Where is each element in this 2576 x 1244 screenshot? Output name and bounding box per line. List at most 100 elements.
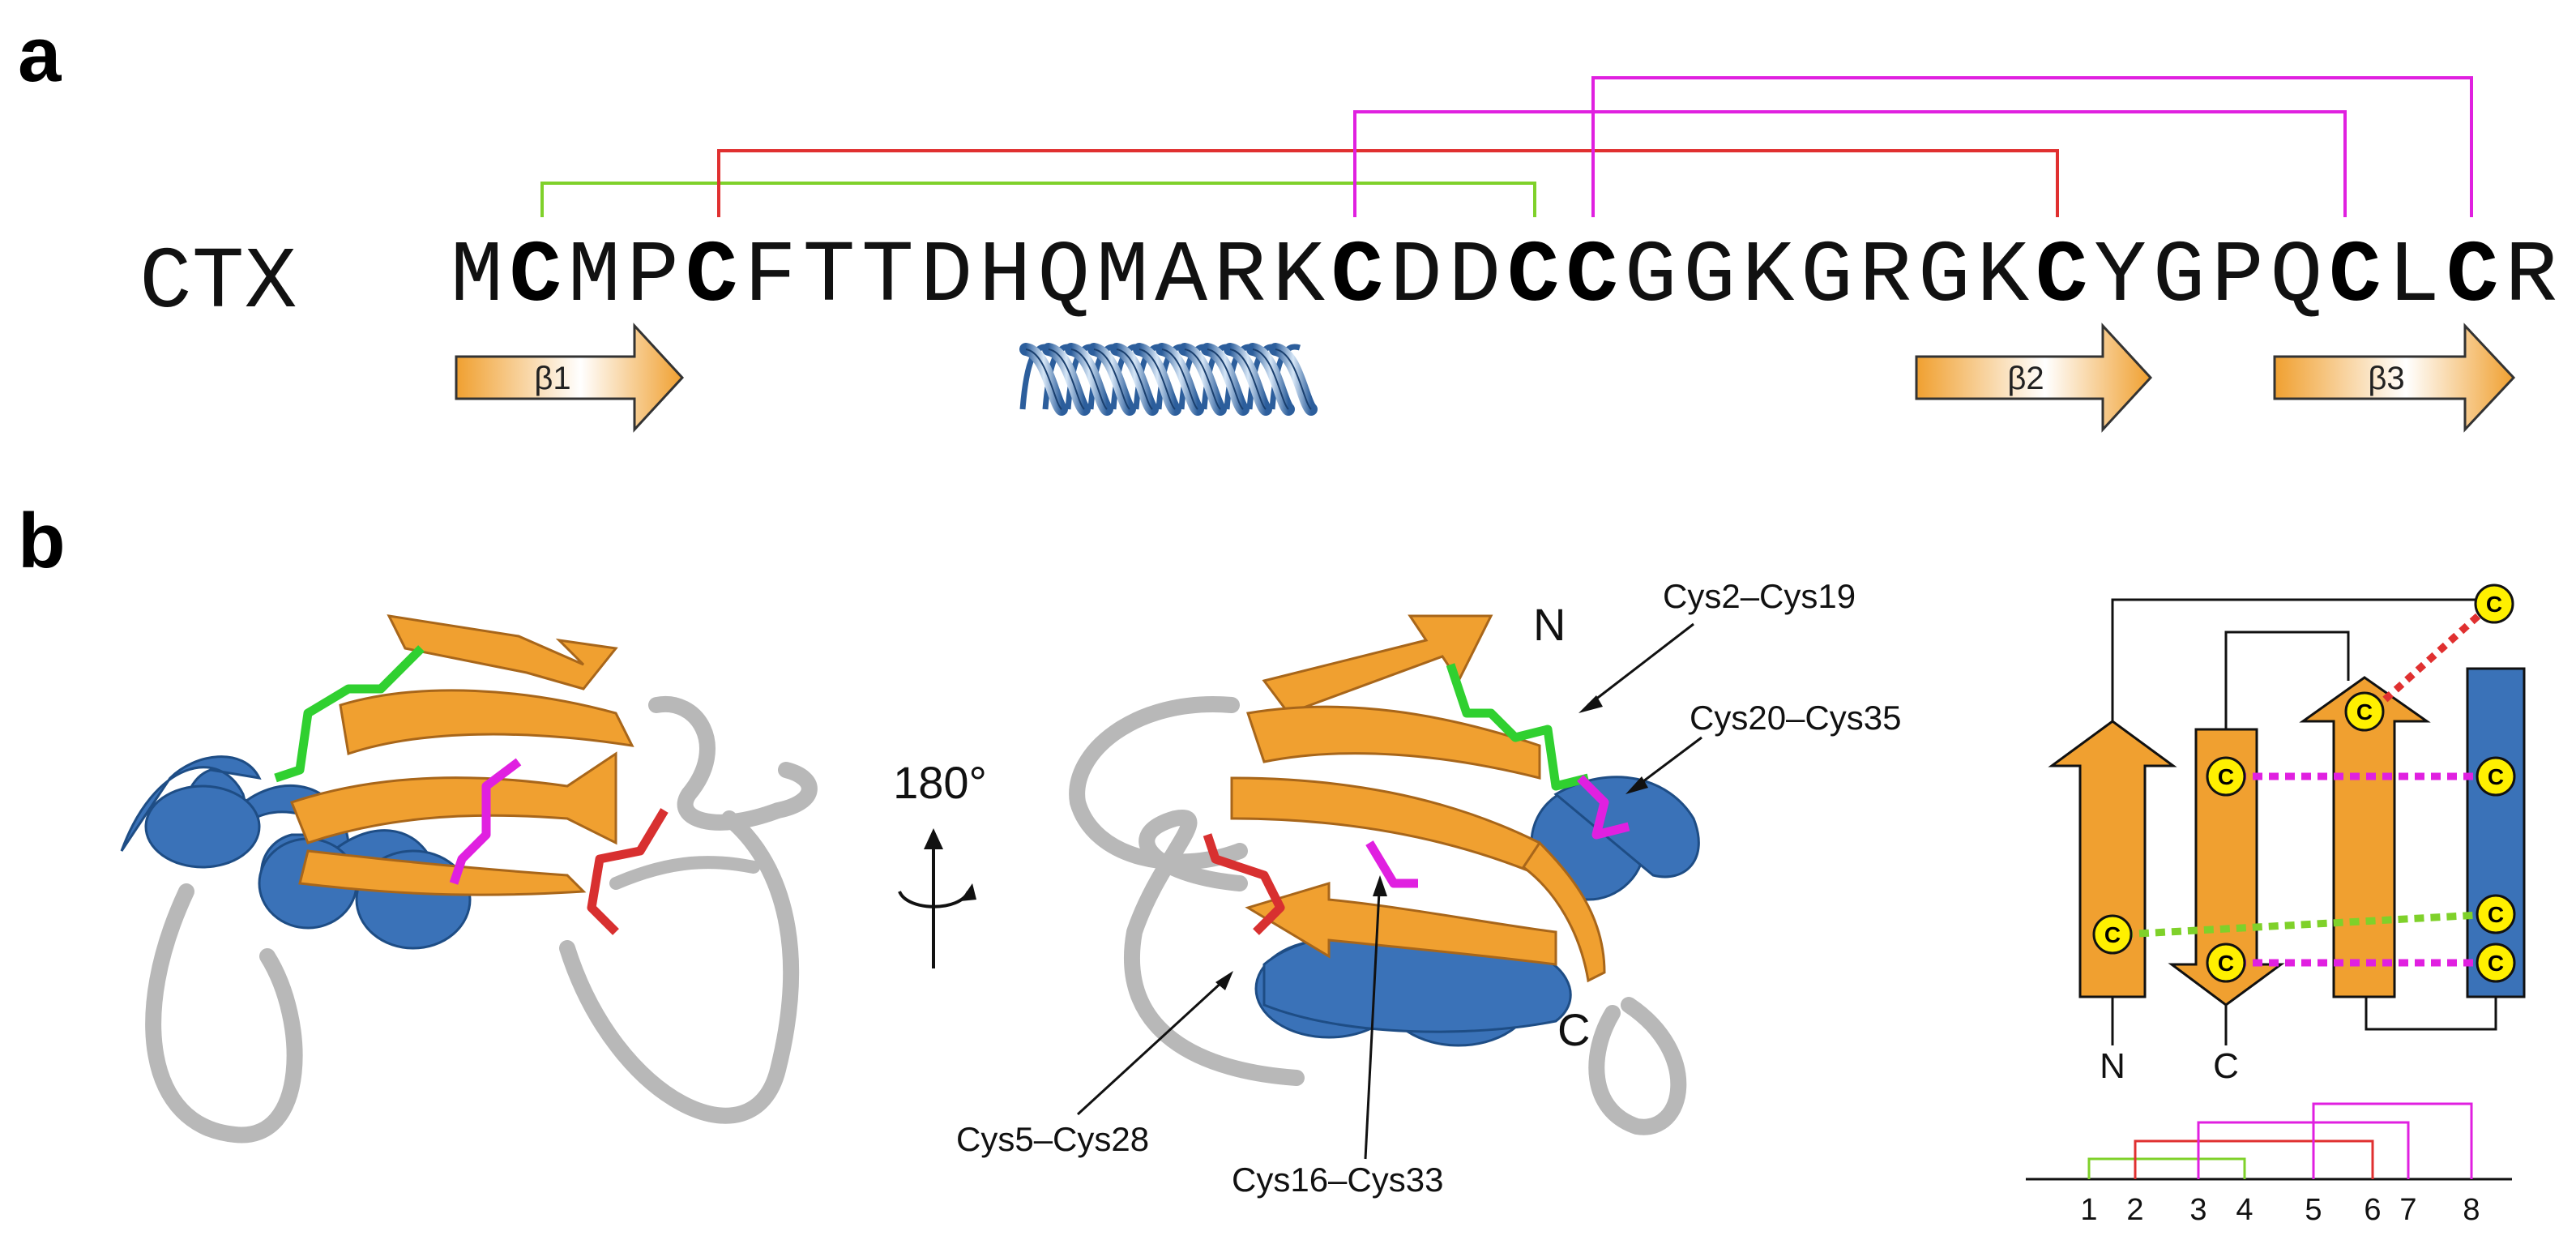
strand-beta1-label: β1 (534, 361, 570, 396)
residue-29: Y (2094, 228, 2147, 327)
residue-7: T (803, 228, 856, 327)
topology-c-label: C (2213, 1046, 2239, 1086)
loop-cterm (609, 856, 760, 890)
connectivity-number: 5 (2305, 1193, 2322, 1227)
residue-16: C (1331, 228, 1384, 327)
c-terminus-label: C (1557, 1004, 1590, 1055)
helix-turn-edge (1116, 348, 1153, 410)
residue-13: A (1155, 228, 1207, 327)
helix-turn-edge (1207, 348, 1244, 410)
cys-circle: C (2092, 914, 2133, 955)
loop-right-view-c (1588, 997, 1687, 1135)
svg-text:C: C (2218, 764, 2234, 789)
topology-connectors (2111, 598, 2497, 1045)
residue-4: P (626, 228, 679, 327)
helix-turn-edge (1184, 348, 1221, 410)
label-cys5-cys28: Cys5–Cys28 (956, 1120, 1149, 1158)
helix-alpha (1019, 343, 1318, 416)
svg-text:C: C (2488, 764, 2504, 789)
helix-turn-edge (1025, 348, 1062, 410)
loop-right-view-a (1069, 696, 1248, 870)
residue-18: D (1448, 228, 1501, 327)
helix-turn-edge (1275, 348, 1312, 410)
helix-turn-edge (1161, 348, 1198, 410)
residue-35: C (2446, 228, 2499, 327)
topology-strand-1 (2048, 720, 2177, 998)
connectivity-bracket-magenta-b (2312, 1102, 2473, 1179)
cys-circle: C (2474, 584, 2514, 624)
label-cys20-cys35: Cys20–Cys35 (1690, 699, 1901, 737)
residue-28: C (2036, 228, 2088, 327)
topology-helix (2466, 667, 2526, 998)
rotation-indicator: 180° (893, 757, 987, 968)
residue-30: G (2153, 228, 2206, 327)
loop-top (648, 695, 818, 831)
residue-25: R (1859, 228, 1912, 327)
svg-text:C: C (2104, 922, 2121, 947)
cys-circle: C (2476, 894, 2516, 934)
bracket-cys2-cys19 (540, 182, 1536, 217)
bracket-cys20-cys35 (1591, 76, 2473, 217)
connectivity-number: 8 (2463, 1193, 2480, 1227)
residue-12: M (1096, 228, 1149, 327)
disulfide-stick-green-right (1446, 663, 1590, 791)
helix-turn-edge (1229, 348, 1267, 410)
cys-circle: C (2206, 943, 2246, 983)
structure-view-right (1069, 614, 1700, 1135)
residue-11: Q (1037, 228, 1090, 327)
strand-beta2-label: β2 (2007, 361, 2044, 396)
cys-circle: C (2344, 691, 2385, 732)
residue-19: C (1507, 228, 1560, 327)
loop-right (559, 810, 800, 1124)
topology-bond-red (2371, 601, 2495, 712)
disulfide-stick-red-left (587, 808, 669, 935)
residue-15: K (1272, 228, 1325, 327)
residue-22: G (1683, 228, 1736, 327)
strand-beta2: β2 (1915, 323, 2153, 433)
svg-text:C: C (2356, 699, 2373, 725)
cys-circle: C (2206, 756, 2246, 797)
svg-text:C: C (2488, 951, 2504, 976)
strand-ribbon-right (1230, 614, 1606, 983)
label-cys16-cys33: Cys16–Cys33 (1232, 1161, 1443, 1199)
structure-view-left (120, 614, 818, 1144)
residue-2: C (509, 228, 562, 327)
residue-5: C (686, 228, 738, 327)
bracket-cys5-cys28 (717, 149, 2059, 217)
residue-26: G (1918, 228, 1971, 327)
connectivity-number: 4 (2236, 1193, 2253, 1227)
residue-10: H (979, 228, 1032, 327)
cys-circle: C (2476, 943, 2516, 983)
label-cys2-cys19: Cys2–Cys19 (1663, 577, 1856, 615)
svg-text:C: C (2218, 951, 2234, 976)
secondary-structure-track: β1 β2 β3 (455, 323, 2516, 433)
loop-left (145, 883, 303, 1144)
residue-1: M (451, 228, 503, 327)
residue-8: T (861, 228, 914, 327)
residue-9: D (920, 228, 972, 327)
helix-turn-edge (1048, 348, 1085, 410)
n-terminus-label: N (1533, 599, 1566, 650)
topology-strand-3 (2299, 676, 2431, 998)
helix-turn-edge (1070, 348, 1108, 410)
connectivity-number: 7 (2399, 1193, 2416, 1227)
topology-diagram: C C C C C C C C N C (2048, 584, 2526, 1086)
residue-27: K (1976, 228, 2029, 327)
residue-36: R (2505, 228, 2557, 327)
bracket-cys16-cys33 (1353, 110, 2347, 217)
residue-33: C (2329, 228, 2382, 327)
residue-3: M (568, 228, 621, 327)
strand-beta3-label: β3 (2368, 361, 2404, 396)
topology-n-label: N (2100, 1046, 2125, 1086)
strand-ribbon-left (290, 614, 634, 896)
connectivity-bracket-red (2134, 1139, 2374, 1179)
disulfide-stick-red-right (1203, 833, 1285, 935)
helix-turn-edge (1093, 348, 1130, 410)
connectivity-bracket-green (2087, 1157, 2246, 1179)
disulfide-brackets (540, 76, 2473, 217)
strand-beta3: β3 (2273, 323, 2516, 433)
residue-31: P (2211, 228, 2264, 327)
connectivity-number: 6 (2364, 1193, 2381, 1227)
svg-text:C: C (2486, 592, 2502, 617)
